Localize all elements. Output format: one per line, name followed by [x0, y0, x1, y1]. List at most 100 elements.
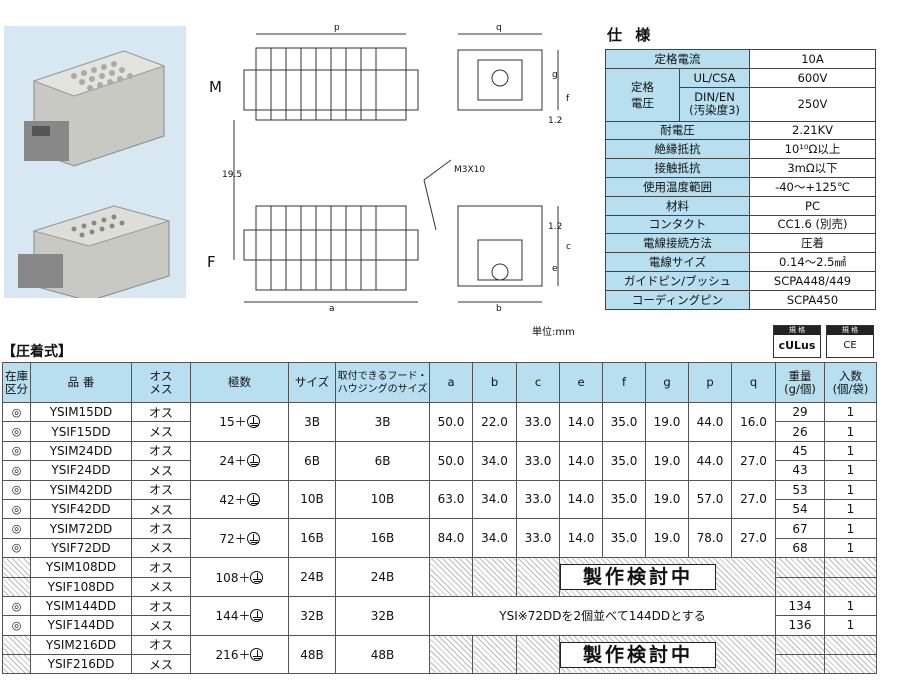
spec-value: SCPA448/449 [749, 270, 876, 291]
spec-value: PC [749, 195, 876, 216]
unit-note: 単位:mm [532, 327, 575, 338]
earth-ground-icon [246, 415, 260, 429]
header-b: b [472, 362, 517, 403]
part-number: YSIF216DD [30, 654, 132, 675]
poles-cell: 144＋ [190, 595, 289, 636]
header-p: p [688, 362, 732, 403]
table-row: ◎ YSIM72DD オス 72＋ 16B 16B 84.0 34.0 33.0… [2, 518, 877, 559]
part-number: YSIF144DD [30, 615, 132, 636]
spec-row: 使用温度範囲-40〜+125℃ [605, 176, 876, 197]
table-row: ◎ YSIM15DD オス 15＋ 3B 3B 50.0 22.0 33.0 1… [2, 401, 877, 442]
header-e: e [559, 362, 603, 403]
spec-row: DIN/EN (汚染度3) 250V [606, 86, 876, 122]
spec-voltage-group: 定格 電圧 [605, 67, 680, 122]
spec-key: コーディングピン [605, 289, 750, 310]
header-sex: オスメス [131, 362, 191, 403]
spec-value: 2.21KV [749, 120, 876, 141]
pending-cell: 製作検討中 [559, 634, 776, 675]
product-photo [4, 26, 186, 302]
dim-p: p [334, 23, 340, 33]
cert-ul: 規 格 cULus [773, 325, 821, 358]
spec-value-din: 250V [749, 86, 876, 122]
dim-f: f [566, 94, 570, 104]
spec-value: CC1.6 (別売) [749, 214, 876, 235]
spec-value: SCPA450 [749, 289, 876, 310]
dim-c: c [566, 242, 571, 252]
dim-q: q [496, 23, 502, 33]
dimension-drawing: M F p q a b g f c e 1.2 1.2 19.5 M3X10 [196, 20, 596, 340]
earth-ground-icon [246, 492, 260, 506]
earth-ground-icon [246, 531, 260, 545]
spec-key: 接触抵抗 [605, 158, 750, 178]
header-qty: 入数(個/袋) [824, 362, 877, 403]
dim-1-2-bottom: 1.2 [548, 222, 563, 232]
part-number: YSIF15DD [30, 421, 132, 442]
header-poles: 極数 [190, 362, 289, 403]
spec-key: 電線サイズ [605, 252, 750, 272]
table-row: YSIF216DD メス [2, 654, 877, 675]
header-a: a [429, 362, 473, 403]
poles-cell: 72＋ [190, 518, 289, 559]
table-row: YSIM216DD オス 216＋ 48B 48B 製作検討中 [2, 634, 877, 675]
earth-ground-icon [250, 609, 264, 623]
part-number: YSIF72DD [30, 537, 132, 559]
part-number: YSIM144DD [30, 595, 132, 617]
spec-key: 材料 [605, 195, 750, 216]
spec-value: 0.14〜2.5㎟ [749, 252, 876, 272]
poles-cell: 42＋ [190, 479, 289, 520]
spec-key: コンタクト [605, 214, 750, 235]
earth-ground-icon [246, 454, 260, 468]
spec-key: ガイドピン/ブッシュ [605, 270, 750, 291]
drawing-graphic [233, 33, 559, 303]
part-number: YSIM15DD [30, 401, 132, 423]
header-stock: 在庫区分 [2, 362, 31, 403]
spec-value: 10¹⁰Ω以上 [749, 139, 876, 160]
header-weight: 重量(g/個) [775, 362, 825, 403]
table-row: ◎ YSIF42DD メス 54 1 [2, 498, 877, 520]
spec-row: 定格 電圧 UL/CSA 600V [605, 67, 876, 122]
header-part: 品 番 [30, 362, 132, 403]
note-144: YSI※72DDを2個並べて144DDとする [429, 595, 776, 636]
dim-1-2-top: 1.2 [548, 116, 563, 126]
dim-a: a [329, 304, 335, 314]
spec-key: 電線接続方法 [605, 233, 750, 254]
product-table: 在庫区分 品 番 オスメス 極数 サイズ 取付できるフード・ハウジングのサイズ … [2, 362, 877, 675]
table-row: ◎ YSIF144DD メス 136 1 [2, 615, 877, 636]
poles-cell: 24＋ [190, 440, 289, 481]
spec-value: 圧着 [749, 233, 876, 254]
spec-key: 定格電流 [605, 49, 750, 69]
label-male: M [209, 78, 222, 96]
section-title: 【圧着式】 [2, 344, 72, 360]
spec-row: 定格電流 10A [605, 49, 876, 69]
table-row: ◎ YSIM24DD オス 24＋ 6B 6B 50.0 34.0 33.0 1… [2, 440, 877, 481]
part-number: YSIF42DD [30, 498, 132, 520]
spec-table: 定格電流 10A 定格 電圧 UL/CSA 600V DIN/EN (汚染度3)… [605, 49, 876, 310]
part-number: YSIM72DD [30, 518, 132, 539]
header-c: c [516, 362, 560, 403]
dim-b: b [496, 304, 502, 314]
poles-cell: 108＋ [190, 557, 289, 597]
label-female: F [207, 253, 216, 271]
spec-value: -40〜+125℃ [749, 176, 876, 197]
part-number: YSIM108DD [30, 557, 132, 578]
table-row: ◎ YSIF24DD メス 43 1 [2, 460, 877, 481]
header-hood: 取付できるフード・ハウジングのサイズ [335, 362, 430, 403]
spec-value-ul: 600V [749, 67, 876, 88]
spec-key-ul: UL/CSA [679, 67, 750, 88]
table-row: ◎ YSIM42DD オス 42＋ 10B 10B 63.0 34.0 33.0… [2, 479, 877, 520]
part-number: YSIM42DD [30, 479, 132, 500]
table-row: YSIF108DD メス [2, 576, 877, 597]
spec-title: 仕 様 [607, 26, 655, 44]
pending-label: 製作検討中 [560, 641, 717, 668]
header-g: g [645, 362, 689, 403]
connector-photo-graphic [18, 50, 171, 302]
spec-row: 電線接続方法圧着 [605, 233, 876, 254]
dim-g: g [552, 70, 558, 80]
